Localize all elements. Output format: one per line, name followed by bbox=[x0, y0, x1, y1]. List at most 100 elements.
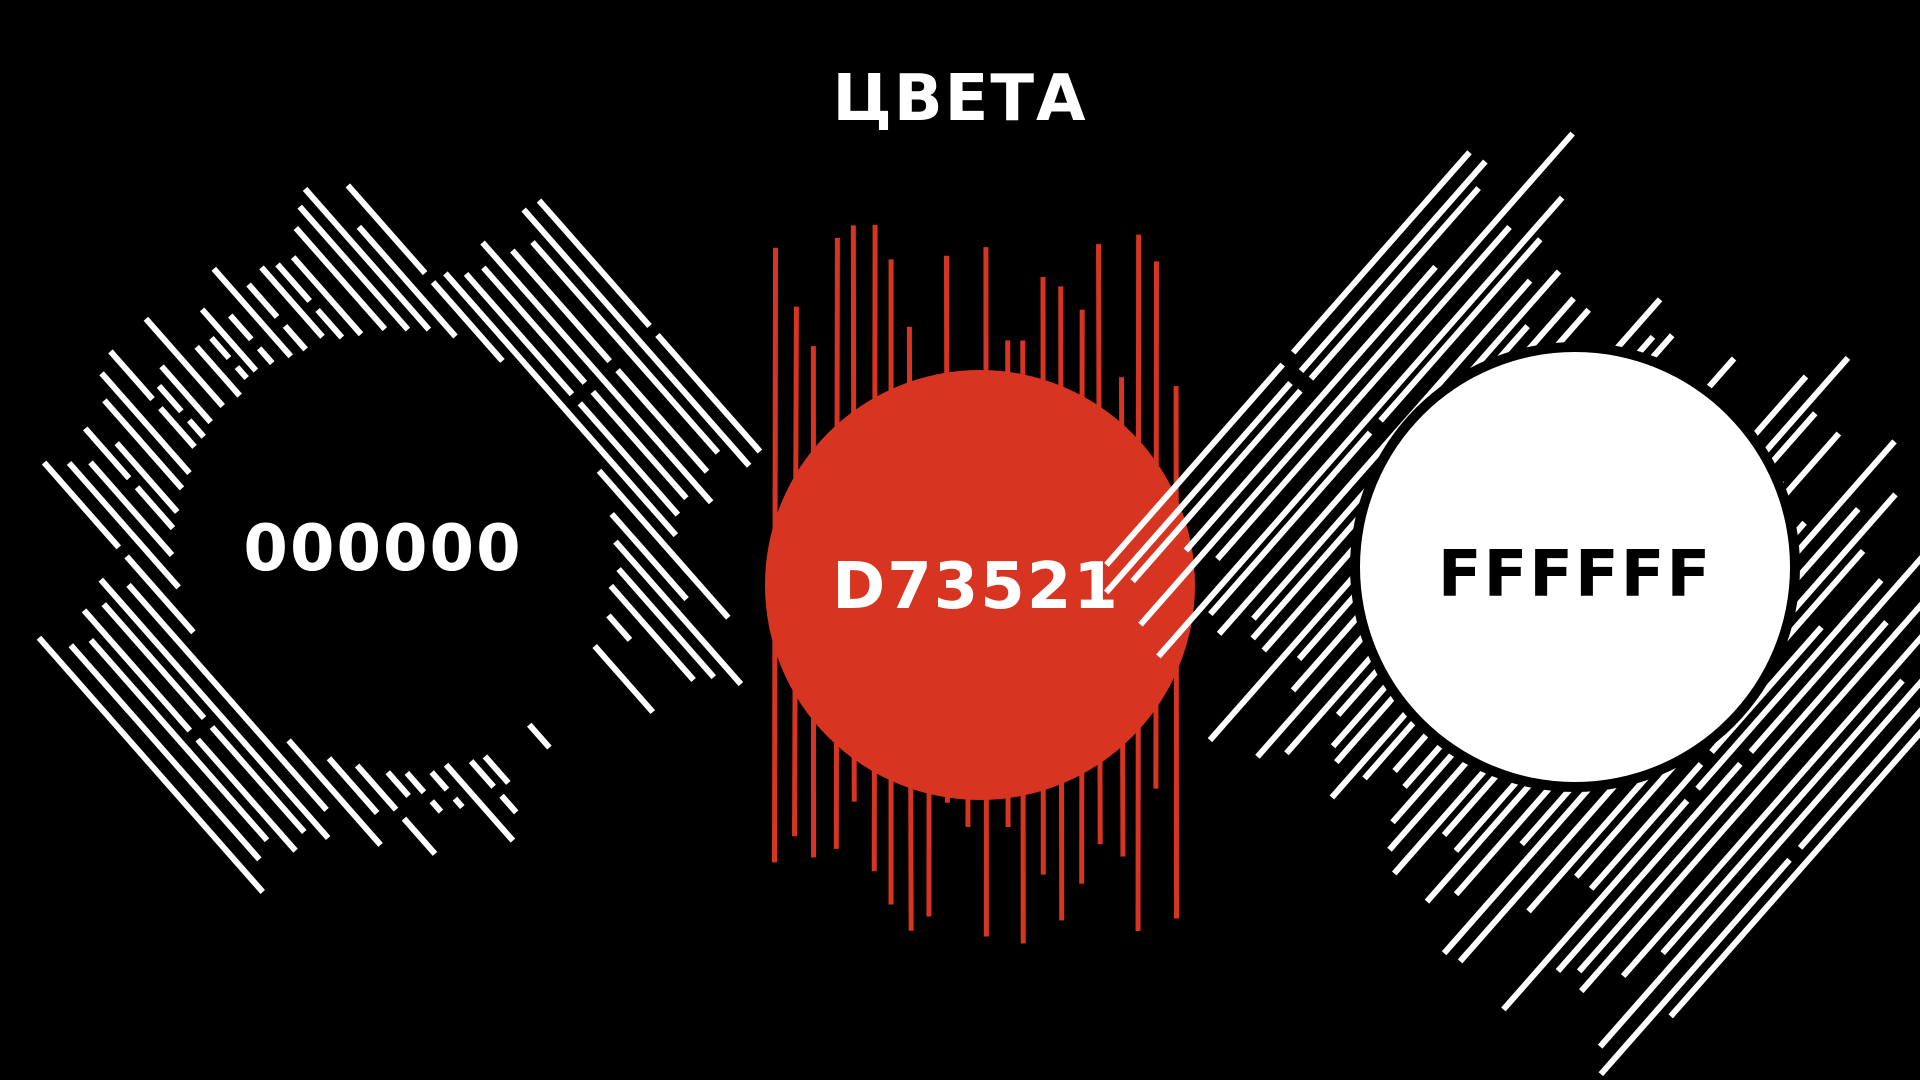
decorative-line bbox=[41, 460, 122, 550]
decorative-line bbox=[354, 763, 399, 812]
decorative-line bbox=[81, 608, 193, 733]
decorative-line bbox=[82, 426, 132, 481]
decorative-line bbox=[209, 336, 232, 361]
decorative-line bbox=[499, 793, 519, 815]
decorative-line bbox=[187, 418, 206, 439]
swatch-circle-red bbox=[765, 370, 1195, 800]
swatch-label-black: 000000 bbox=[243, 512, 523, 586]
decorative-line bbox=[297, 204, 411, 332]
decorative-line bbox=[194, 344, 242, 398]
decorative-line bbox=[606, 613, 633, 642]
decorative-line bbox=[199, 307, 259, 373]
decorative-line bbox=[481, 265, 588, 385]
decorative-line bbox=[1797, 706, 1920, 850]
decorative-line bbox=[609, 512, 689, 602]
decorative-line bbox=[356, 224, 458, 339]
decorative-line bbox=[1138, 131, 1575, 627]
decorative-line bbox=[608, 583, 696, 682]
decorative-line bbox=[1668, 728, 1920, 1019]
decorative-line bbox=[452, 796, 465, 810]
decorative-line bbox=[159, 364, 213, 425]
decorative-line bbox=[655, 333, 763, 454]
decorative-line bbox=[211, 266, 293, 359]
decorative-line bbox=[482, 754, 511, 785]
decorative-line bbox=[259, 265, 325, 339]
decorative-line bbox=[468, 759, 496, 789]
decorative-line bbox=[1308, 186, 1481, 381]
decorative-line bbox=[1298, 159, 1488, 373]
decorative-line bbox=[613, 539, 744, 687]
decorative-line bbox=[102, 398, 185, 491]
decorative-line bbox=[345, 183, 428, 276]
decorative-line bbox=[1104, 362, 1285, 567]
decorative-line bbox=[521, 207, 752, 468]
decorative-line bbox=[616, 567, 717, 680]
decorative-line bbox=[282, 323, 308, 352]
swatch-label-red: D73521 bbox=[832, 550, 1120, 624]
decorative-line bbox=[1588, 762, 1704, 891]
decorative-line bbox=[302, 186, 432, 332]
decorative-line bbox=[126, 582, 329, 812]
decorative-line bbox=[275, 262, 312, 303]
swatch-black bbox=[36, 183, 763, 894]
decorative-line bbox=[1156, 195, 1565, 659]
decorative-line bbox=[114, 441, 180, 514]
decorative-line bbox=[1183, 264, 1438, 553]
decorative-line bbox=[1290, 150, 1472, 355]
decorative-line bbox=[256, 346, 275, 366]
decorative-line bbox=[98, 577, 331, 841]
decorative-line bbox=[234, 365, 249, 381]
decorative-line bbox=[590, 389, 689, 501]
decorative-line bbox=[1598, 857, 1792, 1077]
decorative-line bbox=[1378, 237, 1543, 423]
decorative-line bbox=[156, 383, 184, 414]
decorative-line bbox=[1709, 625, 1824, 754]
decorative-line bbox=[66, 460, 181, 590]
decorative-line bbox=[536, 198, 652, 328]
decorative-line bbox=[480, 240, 714, 505]
page-title: ЦВЕТА bbox=[832, 62, 1088, 136]
decorative-line bbox=[124, 554, 196, 635]
decorative-line bbox=[1748, 555, 1920, 754]
decorative-line bbox=[99, 371, 192, 476]
decorative-line bbox=[577, 401, 681, 517]
decorative-line bbox=[286, 738, 383, 847]
decorative-line bbox=[1695, 578, 1884, 791]
decorative-line bbox=[443, 762, 516, 843]
decorative-line bbox=[209, 725, 307, 834]
decorative-line bbox=[1501, 798, 1690, 1012]
swatch-red bbox=[765, 224, 1195, 944]
decorative-line bbox=[228, 313, 254, 342]
decorative-line bbox=[134, 485, 176, 531]
decorative-line bbox=[510, 248, 612, 364]
decorative-line bbox=[88, 638, 270, 843]
decorative-line bbox=[1576, 620, 1889, 974]
decorative-line bbox=[615, 368, 710, 474]
decorative-line bbox=[68, 643, 262, 862]
decorative-line bbox=[246, 282, 280, 319]
decorative-line bbox=[1208, 430, 1373, 617]
decorative-line bbox=[1103, 380, 1293, 595]
swatch-label-white: FFFFFF bbox=[1437, 538, 1713, 612]
decorative-line bbox=[430, 280, 505, 363]
decorative-line bbox=[429, 770, 450, 792]
decorative-line bbox=[463, 271, 575, 397]
decorative-line bbox=[401, 816, 438, 856]
decorative-line bbox=[326, 756, 380, 815]
decorative-line bbox=[36, 635, 266, 894]
decorative-line bbox=[1130, 388, 1303, 584]
decorative-line bbox=[1660, 678, 1905, 956]
decorative-line bbox=[527, 722, 552, 750]
decorative-line bbox=[385, 770, 411, 798]
decorative-line bbox=[530, 240, 721, 455]
decorative-line bbox=[1215, 225, 1512, 561]
decorative-line bbox=[108, 349, 155, 402]
decorative-line bbox=[404, 770, 427, 795]
decorative-line bbox=[1579, 601, 1920, 994]
decorative-line bbox=[443, 271, 679, 538]
swatch-white bbox=[1103, 131, 1920, 1077]
decorative-line bbox=[88, 460, 175, 557]
swatch-circle-black bbox=[180, 335, 610, 765]
decorative-line bbox=[1555, 761, 1743, 973]
